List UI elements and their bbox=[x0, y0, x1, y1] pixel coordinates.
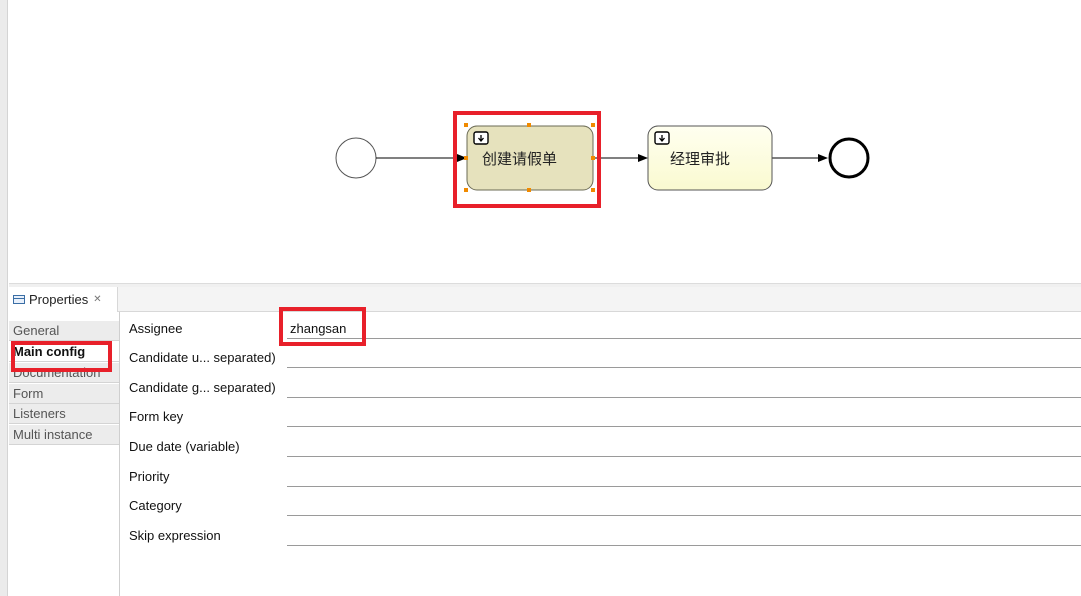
skip-expression-label: Skip expression bbox=[129, 528, 221, 543]
side-tab-general[interactable]: General bbox=[9, 321, 119, 341]
main-config-form: Assignee Candidate u... separated) Candi… bbox=[121, 312, 1081, 596]
close-icon[interactable]: ✕ bbox=[93, 294, 102, 305]
highlight-box-assignee bbox=[279, 307, 366, 346]
editor-left-edge bbox=[0, 0, 8, 596]
form-key-label: Form key bbox=[129, 409, 184, 424]
candidate-users-label: Candidate u... separated) bbox=[129, 350, 276, 365]
form-row-form-key: Form key bbox=[121, 407, 1081, 429]
form-row-candidate-groups: Candidate g... separated) bbox=[121, 378, 1081, 400]
category-input[interactable] bbox=[287, 496, 1081, 516]
task-label: 经理审批 bbox=[670, 150, 731, 168]
candidate-groups-input[interactable] bbox=[287, 378, 1081, 398]
category-label: Category bbox=[129, 498, 182, 513]
form-row-assignee: Assignee bbox=[121, 319, 1081, 341]
due-date-input[interactable] bbox=[287, 437, 1081, 457]
form-row-skip-expression: Skip expression bbox=[121, 526, 1081, 548]
assignee-label: Assignee bbox=[129, 321, 183, 336]
task-label: 创建请假单 bbox=[482, 150, 558, 168]
bpmn-diagram-svg bbox=[335, 123, 870, 192]
due-date-label: Due date (variable) bbox=[129, 439, 240, 454]
task-manager-approval[interactable] bbox=[647, 125, 773, 191]
bpmn-diagram-canvas[interactable]: 创建请假单 经理审批 bbox=[9, 0, 1081, 283]
assignee-input[interactable] bbox=[287, 319, 1081, 339]
form-row-candidate-users: Candidate u... separated) bbox=[121, 348, 1081, 370]
highlight-box-main-config bbox=[11, 341, 112, 372]
properties-view-icon bbox=[13, 295, 25, 304]
properties-side-tabs: General Main config Documentation Form L… bbox=[9, 312, 120, 596]
form-row-due-date: Due date (variable) bbox=[121, 437, 1081, 459]
start-event[interactable] bbox=[335, 137, 377, 179]
side-tab-main-config[interactable]: Main config bbox=[9, 342, 119, 362]
user-task-icon bbox=[654, 131, 670, 145]
skip-expression-input[interactable] bbox=[287, 526, 1081, 546]
side-tab-multi-instance[interactable]: Multi instance bbox=[9, 425, 119, 445]
priority-input[interactable] bbox=[287, 467, 1081, 487]
end-event[interactable] bbox=[828, 137, 870, 179]
side-tab-form[interactable]: Form bbox=[9, 384, 119, 404]
highlight-box-selected-task bbox=[453, 111, 601, 208]
selection-handles[interactable] bbox=[464, 123, 595, 192]
candidate-users-input[interactable] bbox=[287, 348, 1081, 368]
form-row-priority: Priority bbox=[121, 467, 1081, 489]
user-task-icon bbox=[473, 131, 489, 145]
priority-label: Priority bbox=[129, 469, 170, 484]
candidate-groups-label: Candidate g... separated) bbox=[129, 380, 276, 395]
panel-separator[interactable] bbox=[9, 283, 1081, 288]
side-tab-listeners[interactable]: Listeners bbox=[9, 404, 119, 424]
properties-view-tab[interactable]: Properties ✕ bbox=[9, 287, 118, 312]
properties-view-header: Properties ✕ bbox=[9, 287, 1081, 312]
form-row-category: Category bbox=[121, 496, 1081, 518]
form-key-input[interactable] bbox=[287, 407, 1081, 427]
properties-view-title: Properties bbox=[29, 292, 89, 307]
